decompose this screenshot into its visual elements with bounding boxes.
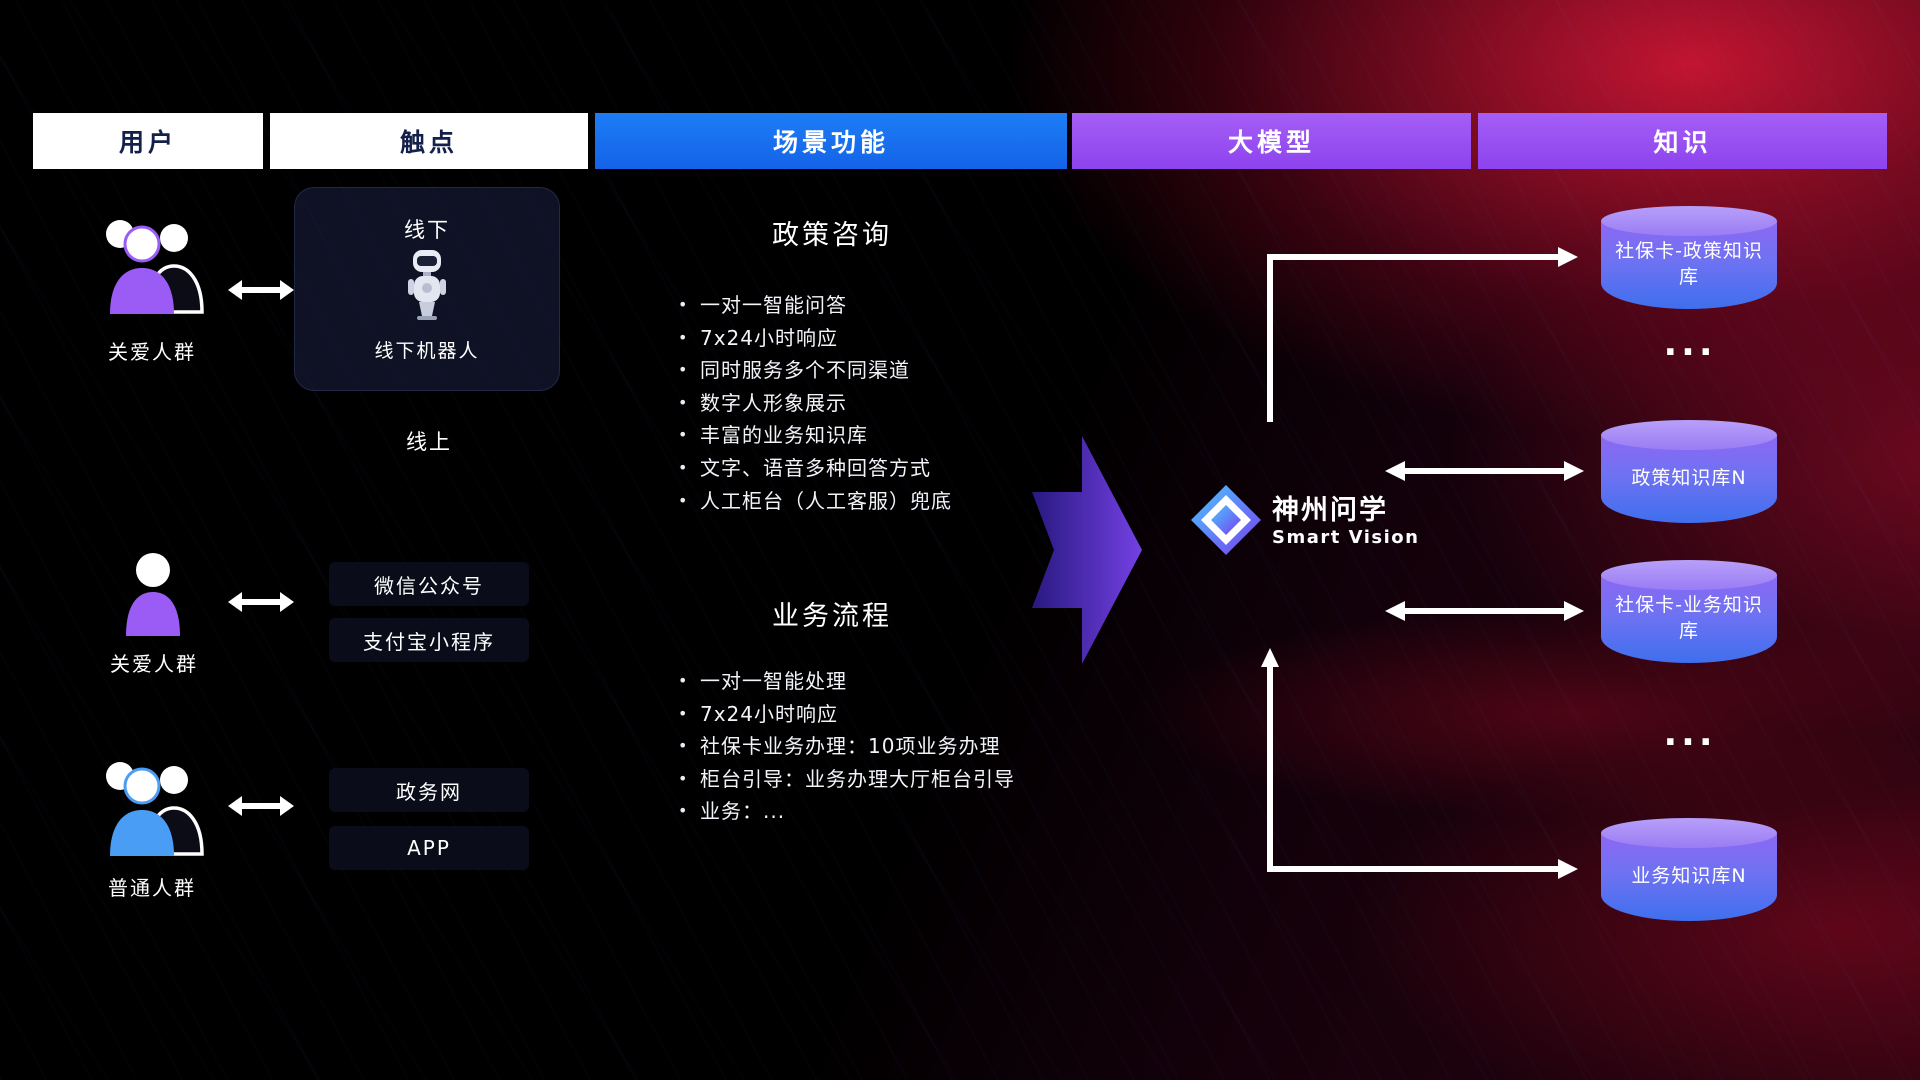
knowledge-db-business-n-card: 业务知识库N [1601,818,1777,921]
bullet-item: 柜台引导：业务办理大厅柜台引导 [676,763,1116,796]
policy-section-title: 政策咨询 [772,220,892,251]
flow-arrow-icon [1032,428,1144,676]
bullet-item: 人工柜台（人工客服）兜底 [676,485,1116,518]
user-group-1-label: 关爱人群 [108,340,196,364]
user-single-label: 关爱人群 [110,652,198,676]
header-scenes-label: 场景功能 [772,128,889,157]
channel-gov-web: 政务网 [329,768,529,812]
channel-app: APP [329,826,529,870]
cylinder-top [1601,420,1777,450]
user-group-2-label: 普通人群 [108,876,196,900]
bullet-item: 7x24小时响应 [676,322,1116,355]
cylinder-top [1601,818,1777,848]
knowledge-db-policy-social-card: 社保卡-政策知识库 [1601,206,1777,309]
brand-name: 神州问学 [1272,495,1388,526]
user-single-icon [120,550,186,640]
bullet-item: 社保卡业务办理：10项业务办理 [676,730,1116,763]
bullet-item: 业务：... [676,795,1116,828]
user-group-icon [90,752,210,860]
header-model: 大模型 [1072,113,1471,169]
offline-caption: 线下机器人 [374,340,480,362]
robot-icon [405,248,449,324]
channel-wechat: 微信公众号 [329,562,529,606]
channel-alipay-miniapp: 支付宝小程序 [329,618,529,662]
bullet-item: 数字人形象展示 [676,387,1116,420]
header-scenes: 场景功能 [595,113,1067,169]
brand-subtitle: Smart Vision [1272,527,1420,548]
header-users-label: 用户 [118,128,177,157]
connector-arrows [1230,200,1610,904]
knowledge-db-label: 政策知识库N [1631,466,1747,489]
knowledge-db-business-social-card: 社保卡-业务知识库 [1601,560,1777,663]
bullet-item: 丰富的业务知识库 [676,419,1116,452]
business-section-title: 业务流程 [772,601,892,632]
bullet-item: 一对一智能问答 [676,289,1116,322]
header-users: 用户 [33,113,263,169]
business-feature-list: 一对一智能处理 7x24小时响应 社保卡业务办理：10项业务办理 柜台引导：业务… [676,665,1116,828]
policy-feature-list: 一对一智能问答 7x24小时响应 同时服务多个不同渠道 数字人形象展示 丰富的业… [676,289,1116,517]
knowledge-db-label: 业务知识库N [1631,864,1747,887]
double-arrow-icon [226,588,296,620]
double-arrow-icon [226,276,296,308]
user-group-icon [90,210,210,318]
knowledge-ellipsis: ... [1663,713,1717,754]
knowledge-db-label: 社保卡-业务知识库 [1615,593,1763,642]
bullet-item: 一对一智能处理 [676,665,1116,698]
knowledge-db-label: 社保卡-政策知识库 [1615,239,1763,288]
offline-touchpoint-card: 线下 线下机器人 [294,187,560,391]
header-touchpoints: 触点 [270,113,588,169]
header-knowledge-label: 知识 [1653,128,1712,157]
knowledge-db-policy-n-card: 政策知识库N [1601,420,1777,523]
header-touchpoints-label: 触点 [399,128,458,157]
bullet-item: 同时服务多个不同渠道 [676,354,1116,387]
brand-diamond-icon [1188,482,1264,562]
cylinder-top [1601,560,1777,590]
double-arrow-icon [226,792,296,824]
knowledge-ellipsis: ... [1663,323,1717,364]
online-title: 线上 [406,430,452,454]
header-model-label: 大模型 [1227,128,1315,157]
offline-title: 线下 [404,218,450,242]
cylinder-top [1601,206,1777,236]
bullet-item: 7x24小时响应 [676,698,1116,731]
bullet-item: 文字、语音多种回答方式 [676,452,1116,485]
header-knowledge: 知识 [1478,113,1887,169]
